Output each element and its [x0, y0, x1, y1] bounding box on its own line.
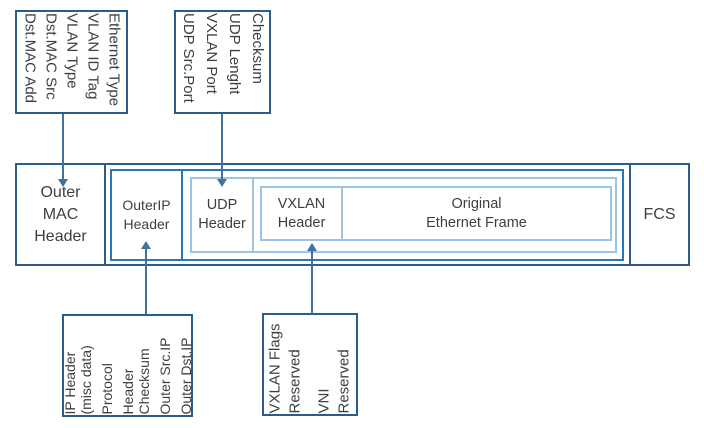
callout-line: VXLAN Flags: [266, 322, 284, 413]
callout-outer-mac-fields-text: Ethernet Type VLAN ID Tag VLAN Type Dst.…: [19, 13, 124, 111]
callout-line: (misc data): [77, 344, 94, 414]
connector-vxlan-line: [311, 250, 313, 314]
callout-line: VLAN Type: [63, 13, 80, 89]
outer-mac-header-label: Outer MAC Header: [34, 183, 87, 245]
outer-ip-packet-box: [110, 169, 624, 261]
callout-line: Dst.MAC Src: [42, 13, 59, 100]
packet-frame-outline: [15, 163, 690, 266]
callout-outer-mac-fields: Ethernet Type VLAN ID Tag VLAN Type Dst.…: [15, 10, 128, 114]
arrow-up-icon: [307, 243, 317, 251]
vxlan-header-label: VXLAN Header: [277, 195, 326, 231]
outer-mac-header-cell: Outer MAC Header: [17, 165, 104, 264]
udp-header-cell: UDP Header: [192, 179, 252, 251]
callout-line: Protocol: [98, 362, 115, 414]
callout-ip-header-fields: IP Header (misc data) Protocol Header Ch…: [62, 314, 194, 417]
callout-vxlan-fields: VXLAN Flags Reserved VNI Reserved: [262, 313, 358, 416]
fcs-label: FCS: [643, 205, 676, 223]
callout-line: VNI: [315, 387, 333, 413]
original-ethernet-frame-cell: Original Ethernet Frame: [343, 188, 610, 239]
arrow-up-icon: [141, 241, 151, 249]
connector-udp-line: [221, 114, 223, 180]
callout-line: IP Header: [61, 351, 78, 414]
vxlan-header-cell: VXLAN Header: [262, 188, 341, 239]
arrow-down-icon: [58, 179, 68, 187]
divider-fcs: [629, 165, 631, 264]
callout-line: Dst.MAC Add: [21, 13, 38, 104]
callout-line: UDP Src.Port: [179, 13, 197, 103]
callout-ip-header-fields-text: IP Header (misc data) Protocol Header Ch…: [62, 317, 194, 414]
callout-line: Outer Dst.IP: [177, 336, 194, 414]
callout-udp-fields: Checksum UDP Lenght VXLAN Port UDP Src.P…: [174, 10, 271, 114]
callout-line: Checksum: [135, 347, 152, 414]
callout-line: VLAN ID Tag: [84, 13, 101, 100]
callout-line: Reserved: [335, 348, 353, 413]
callout-line: Header: [119, 368, 136, 414]
arrow-down-icon: [217, 179, 227, 187]
callout-vxlan-fields-text: VXLAN Flags Reserved VNI Reserved: [266, 316, 355, 413]
divider-outer-mac: [104, 165, 106, 264]
udp-datagram-box: [190, 177, 617, 253]
udp-header-label: UDP Header: [198, 197, 246, 232]
callout-line: Ethernet Type: [105, 13, 122, 107]
outer-ip-header-cell: OuterIP Header: [112, 171, 181, 259]
divider-udp: [252, 179, 254, 251]
fcs-cell: FCS: [631, 165, 688, 264]
callout-line: UDP Lenght: [225, 13, 243, 95]
divider-outer-ip: [181, 171, 183, 259]
callout-line: Outer Src.IP: [156, 336, 173, 414]
original-ethernet-frame-label: Original Ethernet Frame: [426, 195, 527, 231]
callout-line: VXLAN Port: [202, 13, 220, 94]
callout-line: Checksum: [248, 13, 266, 84]
divider-vxlan: [341, 188, 343, 239]
connector-outer-mac-line: [62, 114, 64, 180]
callout-line: Reserved: [286, 348, 304, 413]
outer-ip-header-label: OuterIP Header: [122, 197, 171, 232]
connector-outer-ip-line: [145, 248, 147, 314]
vxlan-packet-box: [260, 186, 612, 241]
callout-udp-fields-text: Checksum UDP Lenght VXLAN Port UDP Src.P…: [177, 13, 269, 111]
